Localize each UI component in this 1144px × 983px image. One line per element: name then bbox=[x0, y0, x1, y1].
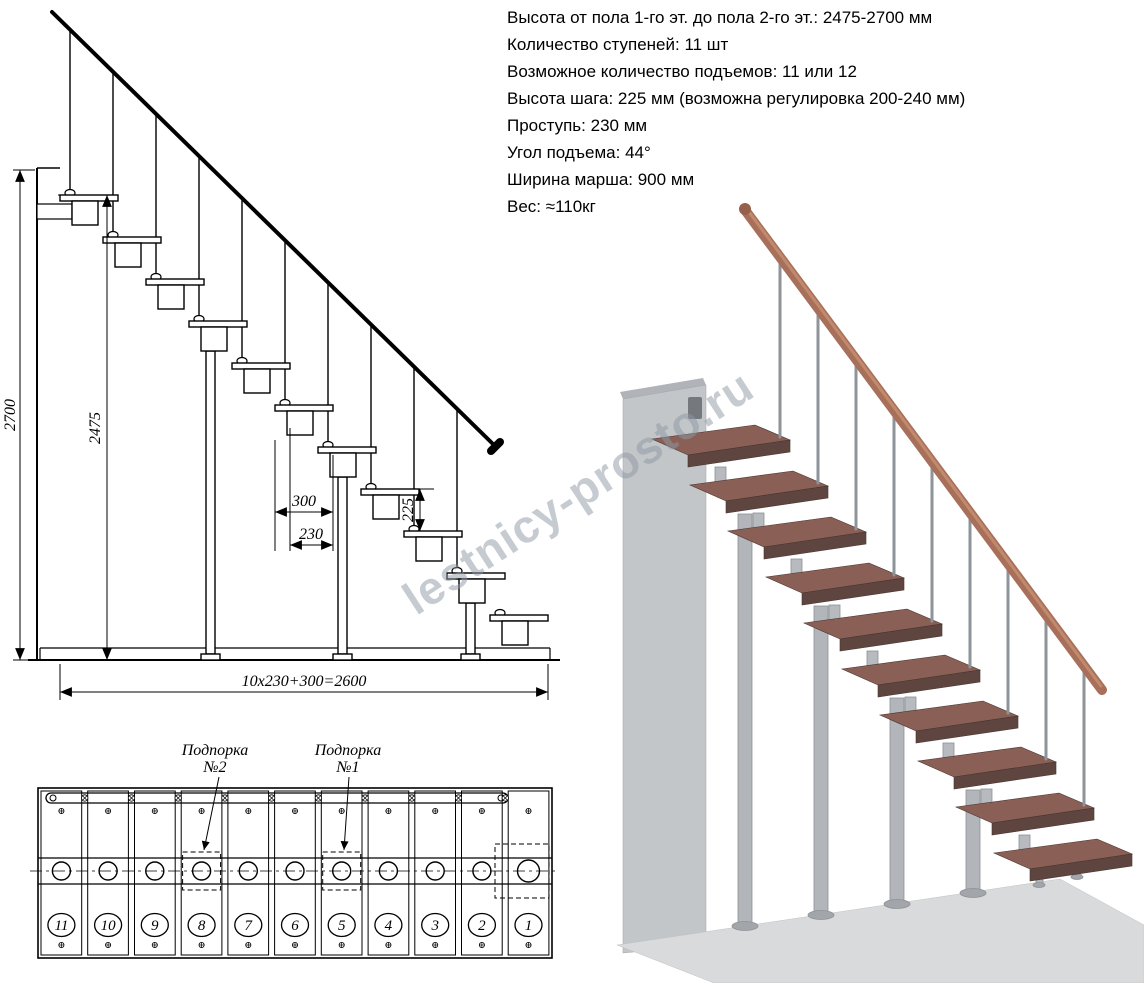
dim-total-run-label: 10x230+300=2600 bbox=[242, 673, 367, 690]
spec-line: Ширина марша: 900 мм bbox=[507, 170, 695, 189]
floor-3d bbox=[616, 878, 1144, 983]
support1-number: №1 bbox=[335, 759, 359, 776]
handrail bbox=[50, 10, 504, 455]
spec-line: Высота шага: 225 мм (возможна регулировк… bbox=[507, 89, 966, 108]
support2-label: Подпорка bbox=[181, 742, 249, 759]
balusters-3d bbox=[778, 255, 1086, 807]
spec-line: Количество ступеней: 11 шт bbox=[507, 35, 729, 54]
side-view-drawing: 2700 2475 300 230 225 10x230+30 bbox=[2, 10, 560, 700]
step-number: 8 bbox=[198, 918, 206, 934]
spec-line: Высота от пола 1-го эт. до пола 2-го эт.… bbox=[507, 8, 933, 27]
support2-number: №2 bbox=[202, 759, 226, 776]
spec-line: Вес: ≈110кг bbox=[507, 197, 596, 216]
dimension-step-rise: 225 bbox=[400, 488, 434, 531]
dimension-tread-depth: 300 bbox=[274, 440, 334, 551]
wall-mount-bracket bbox=[688, 397, 702, 419]
step-number: 11 bbox=[54, 918, 68, 934]
dimension-stair-height: 2475 bbox=[58, 194, 114, 660]
step-number: 6 bbox=[291, 918, 299, 934]
dim-stair-height-label: 2475 bbox=[87, 412, 104, 444]
step-number: 1 bbox=[525, 918, 533, 934]
dim-step-run-label: 230 bbox=[299, 526, 323, 543]
dim-total-height-label: 2700 bbox=[2, 399, 19, 431]
handrail-3d bbox=[739, 203, 1107, 695]
dimension-step-run: 230 bbox=[289, 428, 333, 551]
dimension-total-run: 10x230+300=2600 bbox=[59, 664, 549, 700]
plan-frame bbox=[37, 787, 553, 959]
plan-step-numbers: 11 10 9 8 7 6 5 4 3 2 1 bbox=[47, 912, 543, 938]
dim-step-rise-label: 225 bbox=[400, 498, 417, 522]
spec-line: Возможное количество подъемов: 11 или 12 bbox=[507, 62, 857, 81]
plan-view-drawing: Подпорка №2 Подпорка №1 bbox=[30, 742, 558, 959]
balusters bbox=[69, 28, 458, 573]
dimension-total-height: 2700 bbox=[2, 169, 35, 661]
plan-center-beam bbox=[30, 857, 558, 885]
spec-line: Угол подъема: 44° bbox=[507, 143, 651, 162]
spec-list: Высота от пола 1-го эт. до пола 2-го эт.… bbox=[507, 4, 965, 220]
step-number: 10 bbox=[101, 918, 117, 934]
plan-handrail bbox=[45, 792, 509, 804]
plan-step-grid bbox=[40, 790, 550, 956]
step-number: 2 bbox=[478, 918, 486, 934]
step-number: 3 bbox=[430, 918, 439, 934]
dim-tread-depth-label: 300 bbox=[291, 493, 316, 510]
support-posts bbox=[200, 350, 481, 661]
plan-post-holes bbox=[51, 859, 541, 883]
support1-label: Подпорка bbox=[314, 742, 382, 759]
spec-line: Проступь: 230 мм bbox=[507, 116, 648, 135]
plan-support-callouts: Подпорка №2 Подпорка №1 bbox=[181, 742, 382, 851]
treads-3d bbox=[650, 424, 1134, 882]
render-3d bbox=[616, 203, 1144, 983]
step-number: 9 bbox=[151, 918, 159, 934]
step-number: 7 bbox=[245, 918, 254, 934]
step-number: 4 bbox=[385, 918, 393, 934]
step-number: 5 bbox=[338, 918, 346, 934]
plan-support-highlights bbox=[182, 843, 550, 899]
posts-3d bbox=[731, 513, 1084, 931]
wall-3d bbox=[620, 378, 707, 954]
